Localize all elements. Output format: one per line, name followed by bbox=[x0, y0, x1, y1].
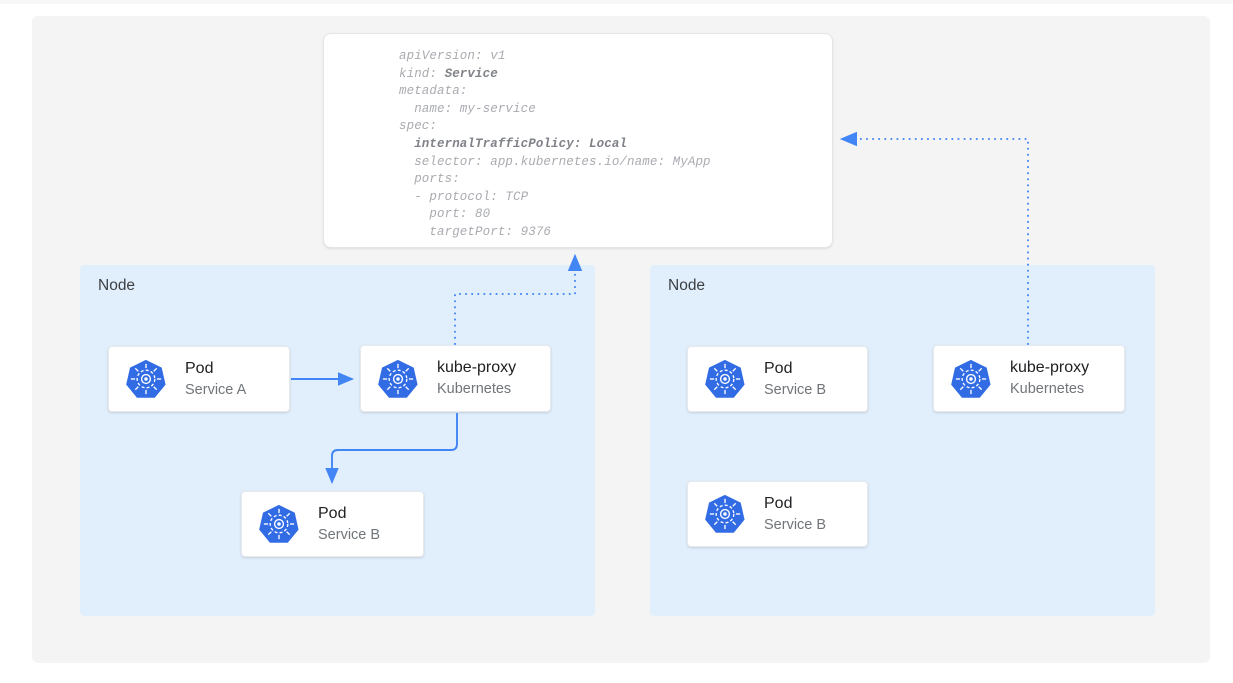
card-title: Pod bbox=[318, 504, 347, 522]
card-text: Pod Service B bbox=[764, 494, 826, 535]
kubernetes-icon bbox=[125, 358, 167, 400]
card-pod-service-a[interactable]: Pod Service A bbox=[108, 346, 290, 412]
kubernetes-icon bbox=[704, 493, 746, 535]
card-title: kube-proxy bbox=[1010, 359, 1090, 376]
card-subtitle: Kubernetes bbox=[437, 381, 512, 397]
card-title: Pod bbox=[764, 494, 793, 512]
card-kube-proxy-left[interactable]: kube-proxy Kubernetes bbox=[360, 345, 551, 412]
card-subtitle: Service B bbox=[764, 381, 827, 398]
kubernetes-icon bbox=[704, 358, 746, 400]
card-kube-proxy-right[interactable]: kube-proxy Kubernetes bbox=[933, 345, 1125, 412]
node-label-right: Node bbox=[668, 277, 706, 294]
card-title: kube-proxy bbox=[437, 359, 517, 376]
kubernetes-icon bbox=[950, 358, 992, 400]
card-pod-service-b-right-bottom[interactable]: Pod Service B bbox=[687, 481, 868, 547]
card-text: kube-proxy Kubernetes bbox=[437, 358, 516, 399]
card-text: kube-proxy Kubernetes bbox=[1010, 358, 1089, 399]
card-subtitle: Service B bbox=[318, 526, 381, 543]
card-pod-service-b-left[interactable]: Pod Service B bbox=[241, 491, 424, 557]
card-title: Pod bbox=[764, 359, 793, 377]
service-yaml-text: apiVersion: v1 kind: Service metadata: n… bbox=[399, 49, 711, 239]
card-subtitle: Service B bbox=[764, 516, 827, 533]
top-divider bbox=[0, 0, 1233, 4]
service-yaml-card: apiVersion: v1 kind: Service metadata: n… bbox=[323, 33, 833, 248]
node-box-right: Node bbox=[650, 265, 1155, 616]
card-title: Pod bbox=[185, 359, 214, 377]
node-label-left: Node bbox=[98, 277, 136, 294]
card-subtitle: Kubernetes bbox=[1010, 381, 1085, 397]
card-pod-service-b-right-top[interactable]: Pod Service B bbox=[687, 346, 868, 412]
card-text: Pod Service B bbox=[764, 359, 826, 400]
card-subtitle: Service A bbox=[185, 381, 247, 398]
node-box-left: Node bbox=[80, 265, 595, 616]
kubernetes-icon bbox=[258, 503, 300, 545]
card-text: Pod Service A bbox=[185, 359, 246, 400]
card-text: Pod Service B bbox=[318, 504, 380, 545]
kubernetes-icon bbox=[377, 358, 419, 400]
